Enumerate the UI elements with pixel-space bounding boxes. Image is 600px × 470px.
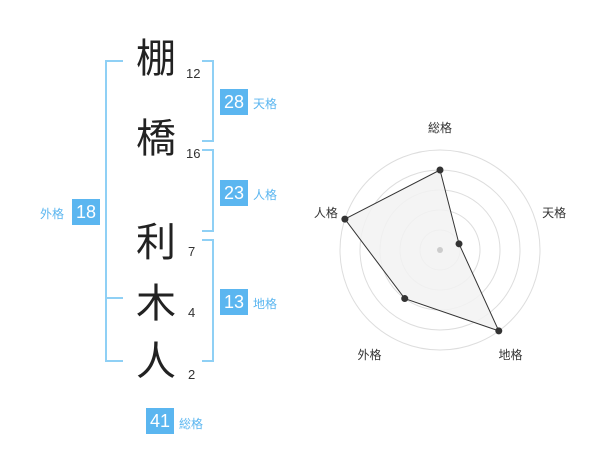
radar-shape <box>344 169 500 332</box>
tenkaku-label: 天格 <box>253 97 278 111</box>
radar-point-4 <box>401 295 409 303</box>
gaikaku-value: 18 <box>72 199 100 225</box>
tenkaku-value: 28 <box>220 89 248 115</box>
stroke-count-1: 12 <box>186 66 201 81</box>
radar-axis-label-2: 天格 <box>542 205 566 220</box>
stroke-count-2: 16 <box>186 146 201 161</box>
name-char-3: 利 <box>136 220 176 266</box>
radar-point-1 <box>436 166 444 174</box>
radar-point-2 <box>455 240 463 248</box>
jinkaku-label: 人格 <box>253 188 278 202</box>
name-char-4: 木 <box>136 281 176 327</box>
radar-point-3 <box>495 327 503 335</box>
jinkaku-bracket <box>202 149 214 232</box>
gaikaku-bracket <box>105 60 123 362</box>
chikaku-label: 地格 <box>253 297 278 311</box>
stroke-count-3: 7 <box>188 244 196 259</box>
radar-center-dot <box>437 247 443 253</box>
soukaku-value: 41 <box>146 408 174 434</box>
radar-axis-label-4: 外格 <box>357 347 381 362</box>
gaikaku-divider <box>105 297 123 299</box>
name-char-2: 橋 <box>136 116 176 162</box>
stroke-count-4: 4 <box>188 305 196 320</box>
name-char-5: 人 <box>136 339 176 385</box>
gaikaku-label: 外格 <box>40 207 65 221</box>
tenkaku-bracket <box>202 60 214 142</box>
radar-axis-label-1: 総格 <box>428 120 452 135</box>
radar-axis-label-5: 人格 <box>314 205 338 220</box>
soukaku-label: 総格 <box>179 417 204 431</box>
radar-point-5 <box>341 215 349 223</box>
chikaku-bracket <box>202 239 214 362</box>
jinkaku-value: 23 <box>220 180 248 206</box>
radar-ring-5 <box>339 149 541 351</box>
stroke-count-5: 2 <box>188 367 196 382</box>
chikaku-value: 13 <box>220 289 248 315</box>
name-char-1: 棚 <box>136 36 176 82</box>
radar-axis-label-3: 地格 <box>499 347 523 362</box>
